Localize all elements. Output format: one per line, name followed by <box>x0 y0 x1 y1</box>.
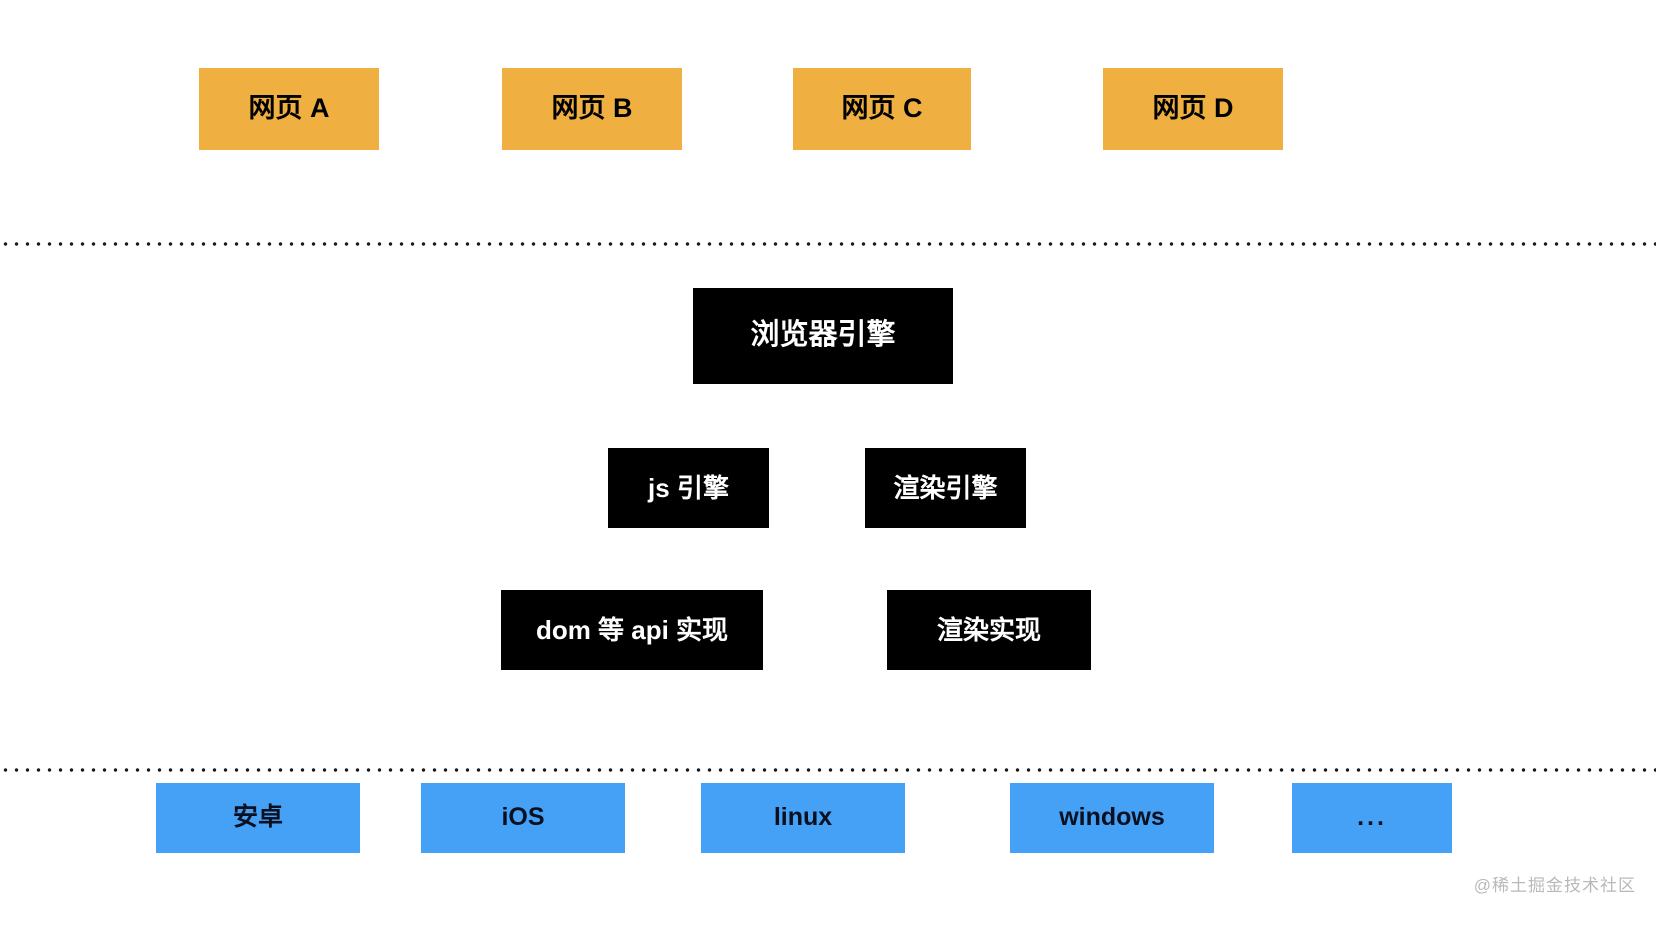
web-page-box-a: 网页 A <box>199 68 379 150</box>
render-impl-box: 渲染实现 <box>887 590 1091 670</box>
watermark: @稀土掘金技术社区 <box>1473 876 1636 895</box>
os-box-android: 安卓 <box>156 783 360 853</box>
web-page-label-c: 网页 C <box>841 93 923 124</box>
web-page-box-b: 网页 B <box>502 68 682 150</box>
web-page-label-b: 网页 B <box>551 93 633 124</box>
browser-engine-label: 浏览器引擎 <box>750 319 896 352</box>
web-page-label-a: 网页 A <box>248 93 330 124</box>
os-box-linux: linux <box>701 783 905 853</box>
web-page-box-c: 网页 C <box>793 68 971 150</box>
os-label-other: ... <box>1357 803 1387 832</box>
divider-web-engine <box>0 242 1656 246</box>
os-box-other: ... <box>1292 783 1452 853</box>
js-engine-label: js 引擎 <box>648 472 729 503</box>
divider-engine-os <box>0 768 1656 772</box>
dom-api-impl-box: dom 等 api 实现 <box>501 590 763 670</box>
web-page-label-d: 网页 D <box>1152 93 1234 124</box>
dom-api-impl-label: dom 等 api 实现 <box>535 614 729 645</box>
render-engine-box: 渲染引擎 <box>865 448 1026 528</box>
os-label-windows: windows <box>1059 803 1165 832</box>
os-box-ios: iOS <box>421 783 625 853</box>
render-engine-label: 渲染引擎 <box>893 472 998 503</box>
os-label-android: 安卓 <box>232 803 283 832</box>
os-label-ios: iOS <box>501 803 545 832</box>
browser-engine-box: 浏览器引擎 <box>693 288 953 384</box>
web-page-box-d: 网页 D <box>1103 68 1283 150</box>
js-engine-box: js 引擎 <box>608 448 769 528</box>
os-label-linux: linux <box>773 803 833 832</box>
os-box-windows: windows <box>1010 783 1214 853</box>
render-impl-label: 渲染实现 <box>936 614 1041 645</box>
